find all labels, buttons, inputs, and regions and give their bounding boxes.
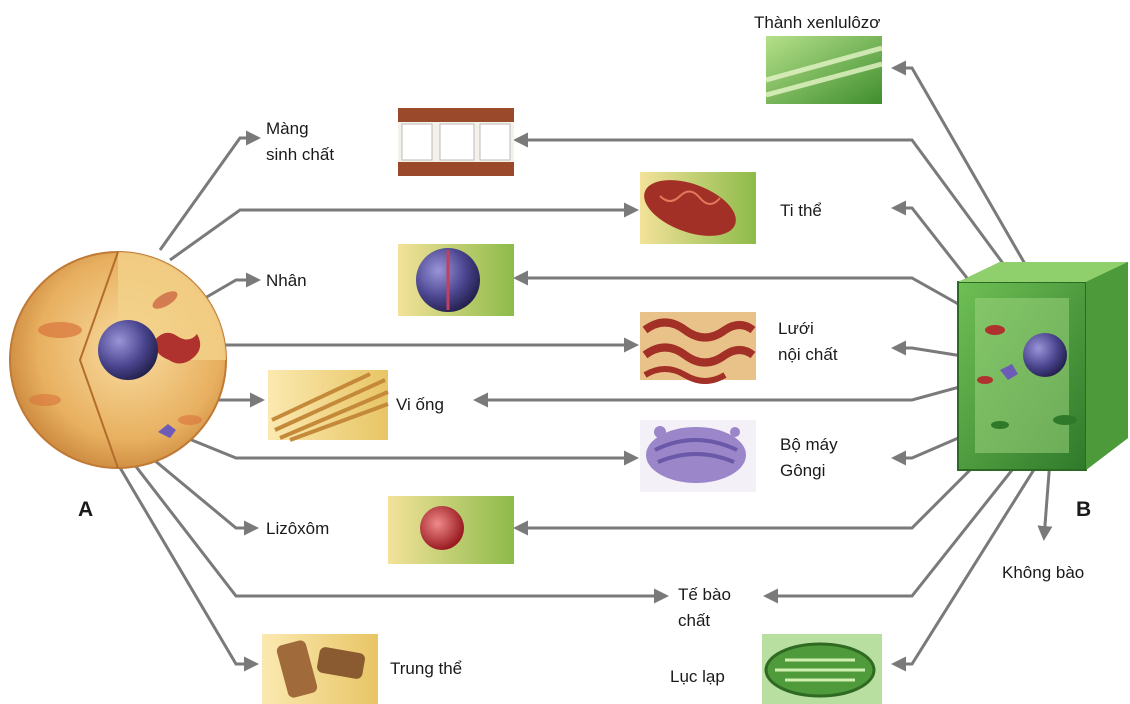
arrow-tebao-left — [100, 420, 666, 596]
thumb-tithe — [637, 169, 756, 247]
animal-cell — [10, 252, 226, 468]
label-luoi-line2: nội chất — [778, 345, 838, 364]
label-luclap: Lục lạp — [670, 667, 725, 686]
arrow-viong-right — [476, 380, 985, 400]
arrow-mang-right — [516, 140, 1030, 300]
thumb-xenluloz — [766, 36, 882, 104]
thumb-luoi — [640, 312, 756, 381]
label-mang-line2: sinh chất — [266, 145, 334, 164]
label-viong: Vi ống — [396, 395, 444, 414]
label-cell-a: A — [78, 498, 93, 521]
label-trungthe: Trung thể — [390, 659, 462, 678]
thumb-nhan — [398, 244, 514, 316]
plant-cell — [958, 262, 1128, 470]
label-cell-b: B — [1076, 498, 1091, 521]
arrow-gongi-left — [172, 432, 636, 458]
thumb-lizoxom — [388, 496, 514, 564]
thumb-mang — [398, 108, 514, 176]
thumb-luclap — [762, 634, 882, 704]
label-nhan: Nhân — [266, 271, 307, 290]
arrow-xenluloz — [894, 68, 1040, 290]
label-tithe: Ti thể — [780, 201, 822, 220]
label-luoi-line1: Lưới — [778, 319, 814, 338]
label-tebao-line1: Tế bào — [678, 585, 731, 604]
thumb-gongi — [640, 420, 756, 492]
arrow-khongbao — [1044, 460, 1050, 538]
label-lizoxom: Lizôxôm — [266, 519, 329, 538]
label-mang-line1: Màng — [266, 119, 309, 138]
arrow-luclap — [894, 460, 1040, 664]
label-gongi-line2: Gôngi — [780, 461, 825, 480]
label-xenluloz: Thành xenlulôzơ — [754, 13, 880, 32]
thumb-trungthe — [262, 634, 378, 704]
label-gongi-line1: Bộ máy — [780, 435, 838, 454]
label-tebao-line2: chất — [678, 611, 710, 630]
label-khongbao: Không bào — [1002, 563, 1084, 582]
thumb-viong — [268, 370, 388, 440]
